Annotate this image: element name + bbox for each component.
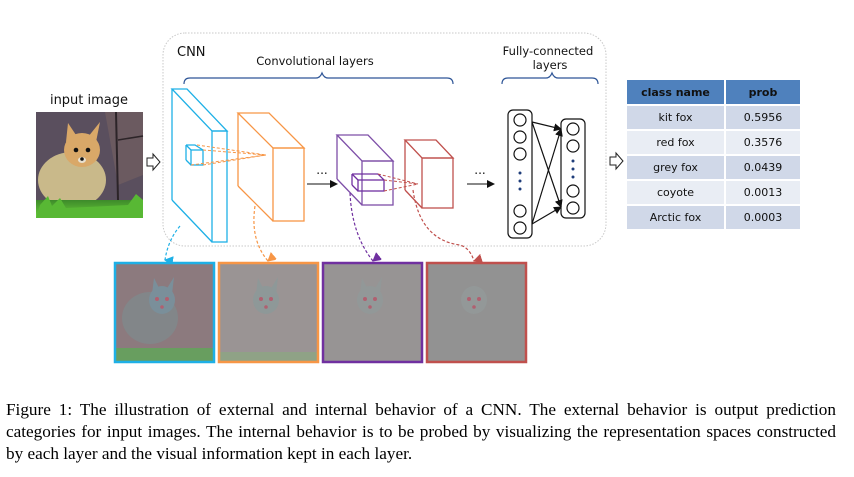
- viz-arrow-2: [253, 205, 268, 261]
- fc-layers-label-line1: Fully-connected: [503, 44, 594, 58]
- conv-layer-4: [403, 139, 455, 209]
- class-cell: grey fox: [627, 156, 726, 181]
- fc-dots: [518, 159, 575, 191]
- fc-layers-label-line2: layers: [533, 58, 568, 72]
- cnn-container-box: [162, 32, 607, 247]
- viz-panel-3: [321, 261, 424, 364]
- cnn-figure: CNN Convolutional layers Fully-connected…: [36, 32, 624, 364]
- table-header-class: class name: [627, 80, 726, 106]
- prediction-table: class name prob kit fox 0.5956 red fox 0…: [627, 80, 802, 231]
- class-cell: coyote: [627, 181, 726, 206]
- input-image-label: input image: [50, 93, 128, 108]
- receptive-field-lines-3: [377, 173, 419, 192]
- prob-cell: 0.5956: [726, 106, 802, 131]
- viz-arrow-3: [349, 192, 373, 261]
- table-row: grey fox 0.0439: [627, 156, 802, 181]
- table-row: kit fox 0.5956: [627, 106, 802, 131]
- viz-panel-4: [425, 261, 528, 364]
- class-cell: red fox: [627, 131, 726, 156]
- figure-caption: Figure 1: The illustration of external a…: [6, 400, 836, 463]
- prob-cell: 0.0013: [726, 181, 802, 206]
- fc-layers: [507, 109, 586, 239]
- viz-arrow-4: [412, 189, 474, 261]
- table-row: coyote 0.0013: [627, 181, 802, 206]
- class-cell: Arctic fox: [627, 206, 726, 231]
- ellipsis-2: ...: [474, 163, 485, 177]
- input-arrow-icon: [146, 152, 161, 172]
- viz-arrow-1: [165, 225, 181, 260]
- conv-brace: [183, 71, 454, 85]
- prob-cell: 0.3576: [726, 131, 802, 156]
- output-arrow-icon: [609, 151, 624, 171]
- conv-layer-3: [335, 134, 395, 206]
- table-row: red fox 0.3576: [627, 131, 802, 156]
- prob-cell: 0.0003: [726, 206, 802, 231]
- cnn-label: CNN: [177, 45, 206, 60]
- viz-panel-2: [217, 261, 320, 364]
- input-image: [36, 111, 144, 218]
- conv-layer-1: [170, 88, 229, 243]
- prob-cell: 0.0439: [726, 156, 802, 181]
- fc-brace: [501, 71, 599, 85]
- class-cell: kit fox: [627, 106, 726, 131]
- viz-panel-1: [113, 261, 216, 364]
- table-row: Arctic fox 0.0003: [627, 206, 802, 231]
- ellipsis-1: ...: [316, 163, 327, 177]
- conv-layer-2: [236, 112, 306, 222]
- conv-layers-label: Convolutional layers: [256, 54, 373, 68]
- receptive-field-lines-1: [190, 144, 267, 166]
- table-header-prob: prob: [726, 80, 802, 106]
